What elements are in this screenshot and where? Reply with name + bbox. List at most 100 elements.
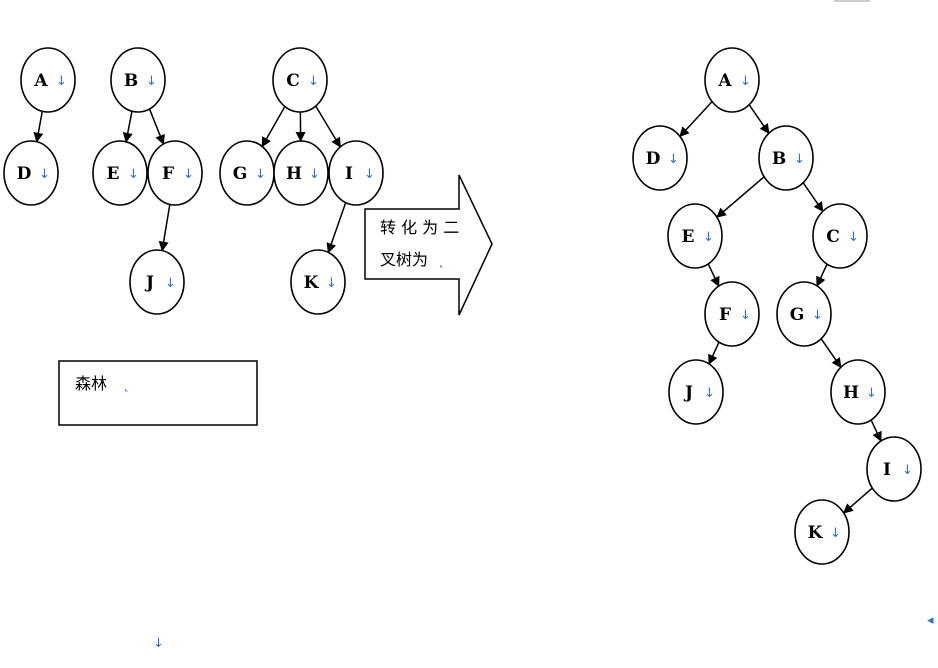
forest-edge-f-j: [158, 204, 171, 252]
bt-node-label: K: [808, 523, 824, 543]
forest-para-mark: ↓: [165, 276, 176, 291]
forest-node-j: J↓: [129, 249, 185, 315]
forest-node-ellipse: [3, 140, 59, 206]
forest-para-mark: ↓: [128, 167, 139, 182]
bt-node-ellipse: [794, 499, 850, 565]
forest-para-mark: ↓: [255, 167, 266, 182]
bt-node-label: H: [843, 383, 859, 403]
bt-node-ellipse: [866, 436, 922, 502]
bt-edge-b-c: [802, 182, 824, 213]
forest-node-d: D↓: [3, 140, 59, 206]
arrow-label-line1: 转 化 为 二: [380, 218, 459, 237]
caption-corner-mark: ˛: [123, 378, 130, 393]
right-edge-mark: ◂: [927, 613, 934, 628]
bt-para-mark: ↓: [902, 463, 913, 478]
bt-para-mark: ↓: [740, 308, 751, 323]
bt-node-ellipse: [830, 359, 886, 425]
forest-para-mark: ↓: [326, 276, 337, 291]
forest-nodes: A↓D↓B↓E↓F↓J↓C↓G↓H↓I↓K↓: [3, 47, 384, 315]
forest-edge-i-k: [326, 202, 347, 254]
bt-edge-b-e: [716, 176, 765, 218]
forest-node-label: E: [107, 164, 120, 184]
forest-node-ellipse: [328, 140, 384, 206]
bt-node-ellipse: [704, 281, 760, 347]
bt-node-b: B↓: [758, 125, 814, 191]
bt-para-mark: ↓: [740, 74, 751, 89]
bt-node-d: D↓: [632, 125, 688, 191]
forest-para-mark: ↓: [364, 167, 375, 182]
bt-node-label: I: [883, 460, 891, 480]
forest-para-mark: ↓: [309, 167, 320, 182]
binary-tree-nodes: A↓D↓B↓E↓C↓F↓G↓J↓H↓I↓K↓: [632, 47, 922, 565]
forest-node-ellipse: [20, 47, 76, 113]
forest-para-mark: ↓: [183, 167, 194, 182]
bt-para-mark: ↓: [848, 230, 859, 245]
bt-para-mark: ↓: [668, 152, 679, 167]
forest-para-mark: ↓: [146, 74, 157, 89]
bt-node-label: D: [646, 149, 661, 169]
bt-para-mark: ↓: [703, 230, 714, 245]
forest-edges: [33, 105, 347, 254]
bt-node-e: E↓: [667, 203, 723, 269]
bt-node-label: F: [719, 305, 731, 325]
bt-node-label: J: [683, 383, 693, 403]
bt-para-mark: ↓: [866, 386, 877, 401]
forest-edge-c-i: [315, 105, 341, 148]
bt-node-ellipse: [667, 203, 723, 269]
forest-node-ellipse: [129, 249, 185, 315]
forest-node-e: E↓: [92, 140, 148, 206]
forest-node-label: I: [345, 164, 353, 184]
forest-node-label: H: [286, 164, 302, 184]
forest-node-ellipse: [290, 249, 346, 315]
stray-para-mark: ↓: [153, 636, 164, 651]
forest-node-i: I↓: [328, 140, 384, 206]
bt-node-label: B: [772, 149, 786, 169]
forest-node-h: H↓: [273, 140, 329, 206]
bt-edge-h-i: [870, 419, 882, 442]
forest-caption-box: 森林 ˛: [58, 360, 258, 426]
bt-node-j: J↓: [668, 359, 724, 425]
forest-node-a: A↓: [20, 47, 76, 113]
bt-para-mark: ↓: [794, 152, 805, 167]
forest-node-ellipse: [273, 140, 329, 206]
bt-node-label: A: [717, 71, 732, 91]
forest-node-label: F: [162, 164, 174, 184]
bt-node-ellipse: [632, 125, 688, 191]
bt-node-h: H↓: [830, 359, 886, 425]
binary-tree-edges: [679, 101, 882, 514]
bt-node-ellipse: [668, 359, 724, 425]
forest-node-label: B: [124, 71, 138, 91]
forest-node-k: K↓: [290, 249, 346, 315]
forest-node-label: C: [286, 71, 300, 91]
forest-node-f: F↓: [147, 140, 203, 206]
forest-node-label: D: [17, 164, 32, 184]
bt-edge-f-j: [708, 341, 720, 365]
bt-edge-a-b: [748, 104, 770, 135]
bt-para-mark: ↓: [812, 308, 823, 323]
forest-node-label: J: [144, 273, 154, 293]
forest-edge-b-e: [122, 111, 133, 143]
arrow-corner-mark: ˛: [438, 254, 445, 269]
bt-node-ellipse: [776, 281, 832, 347]
bt-edge-a-d: [679, 101, 713, 138]
bt-node-i: I↓: [866, 436, 922, 502]
forest-node-ellipse: [272, 47, 328, 113]
bt-node-a: A↓: [704, 47, 760, 113]
forest-edge-b-f: [148, 108, 165, 145]
bt-para-mark: ↓: [830, 526, 841, 541]
forest-node-label: K: [304, 273, 320, 293]
forest-para-mark: ↓: [56, 74, 67, 89]
arrow-label-line2: 叉树为: [380, 250, 428, 269]
bt-node-g: G↓: [776, 281, 832, 347]
forest-para-mark: ↓: [39, 167, 50, 182]
forest-node-label: A: [33, 71, 48, 91]
bt-node-c: C↓: [812, 203, 868, 269]
forest-caption: 森林: [75, 374, 107, 393]
bt-edge-g-h: [820, 338, 842, 369]
conversion-arrow: 转 化 为 二 叉树为 ˛: [364, 174, 493, 316]
bt-node-label: C: [826, 227, 840, 247]
bt-edge-i-k: [842, 487, 873, 514]
bt-node-label: G: [790, 305, 805, 325]
forest-node-label: G: [233, 164, 248, 184]
forest-node-c: C↓: [272, 47, 328, 113]
